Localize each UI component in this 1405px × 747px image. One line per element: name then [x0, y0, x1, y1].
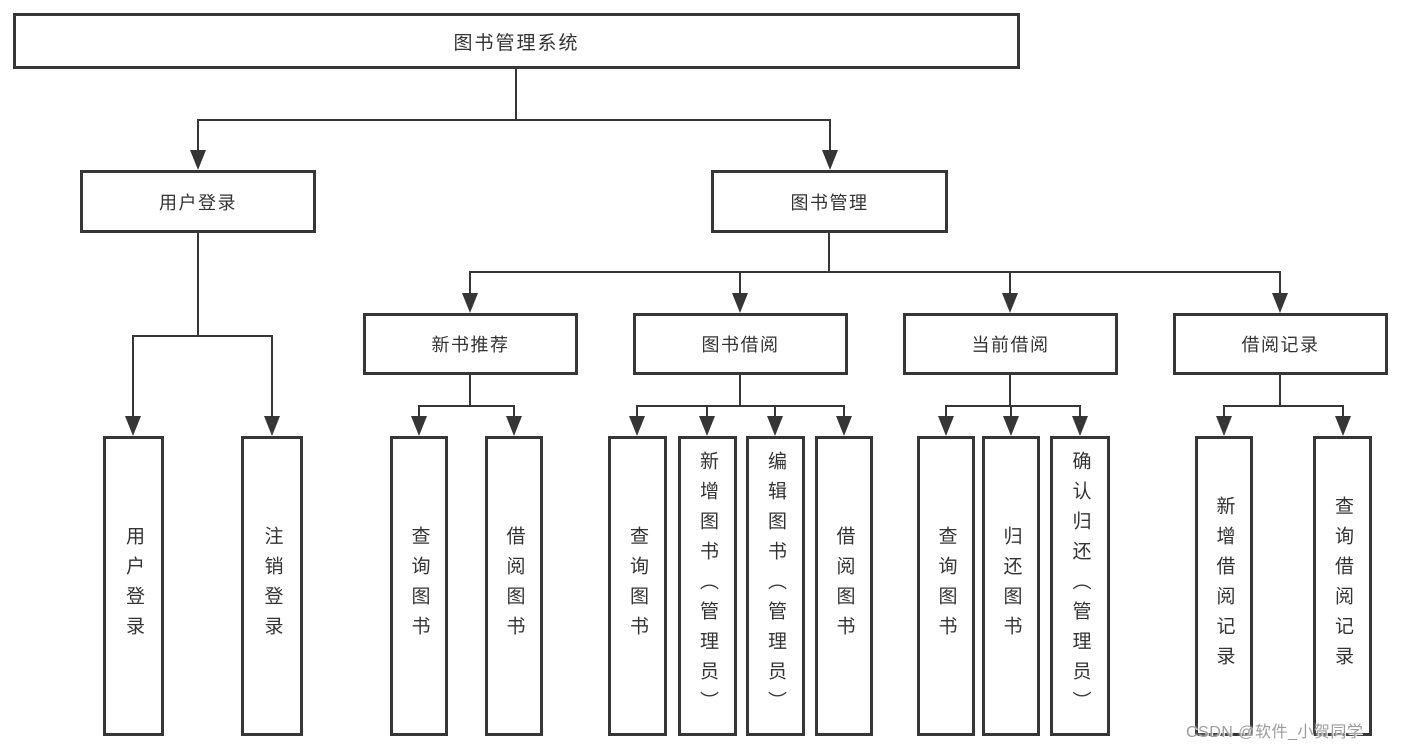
arrowhead-down-icon	[1072, 416, 1088, 436]
connector-line	[829, 119, 831, 152]
connector-line	[1009, 375, 1011, 407]
node-label: 新书推荐	[431, 335, 510, 355]
arrowhead-down-icon	[767, 416, 783, 436]
node-label: 用户登录	[159, 192, 237, 213]
connector-line	[197, 233, 199, 337]
connector-line	[418, 405, 420, 419]
connector-line	[1009, 271, 1011, 297]
leaf-borrow-books-recommend: 借阅图书	[485, 436, 543, 736]
arrowhead-down-icon	[822, 150, 838, 170]
node-label: 新增借阅记录	[1213, 496, 1235, 676]
leaf-query-books-borrowing: 查询图书	[608, 436, 667, 736]
connector-line	[828, 233, 830, 273]
node-label: 查询图书	[627, 526, 648, 646]
connector-line	[197, 119, 199, 152]
node-label: 图书借阅	[701, 335, 780, 355]
arrowhead-down-icon	[1002, 293, 1018, 313]
connector-line	[1079, 405, 1081, 419]
connector-line	[945, 405, 1081, 407]
node-current-borrowing: 当前借阅	[903, 313, 1118, 375]
node-label: 查询图书	[935, 526, 957, 646]
node-label: 确认归还（管理员）	[1069, 451, 1091, 721]
node-label: 编辑图书（管理员）	[765, 451, 786, 721]
arrowhead-down-icon	[190, 150, 206, 170]
node-book-borrowing: 图书借阅	[633, 313, 848, 375]
connector-line	[132, 335, 134, 418]
node-user-login: 用户登录	[80, 170, 316, 233]
leaf-query-borrow-record: 查询借阅记录	[1313, 436, 1372, 736]
node-label: 归还图书	[1000, 526, 1022, 646]
arrowhead-down-icon	[938, 416, 954, 436]
connector-line	[1279, 271, 1281, 297]
connector-line	[1010, 405, 1012, 419]
node-label: 图书管理系统	[453, 32, 580, 54]
node-library-management-system: 图书管理系统	[13, 13, 1020, 69]
connector-line	[418, 405, 515, 407]
arrowhead-down-icon	[1272, 293, 1288, 313]
node-label: 借阅图书	[503, 526, 525, 646]
arrowhead-down-icon	[264, 416, 280, 436]
node-borrowing-records: 借阅记录	[1173, 313, 1388, 375]
node-book-management: 图书管理	[711, 170, 948, 233]
node-label: 新增图书（管理员）	[697, 451, 718, 721]
connector-line	[1223, 405, 1225, 419]
connector-line	[469, 375, 471, 407]
leaf-return-books: 归还图书	[982, 436, 1040, 736]
arrowhead-down-icon	[629, 416, 645, 436]
connector-line	[636, 405, 845, 407]
leaf-query-books-recommend: 查询图书	[390, 436, 448, 736]
connector-line	[636, 405, 638, 419]
connector-line	[706, 405, 708, 419]
connector-line	[513, 405, 515, 419]
node-label: 用户登录	[123, 526, 144, 646]
node-new-book-recommendation: 新书推荐	[363, 313, 578, 375]
arrowhead-down-icon	[1003, 416, 1019, 436]
connector-line	[515, 68, 517, 121]
leaf-user-login: 用户登录	[103, 436, 164, 736]
node-label: 借阅图书	[833, 526, 855, 646]
arrowhead-down-icon	[411, 416, 427, 436]
connector-line	[469, 271, 471, 297]
csdn-watermark: CSDN @软件_小贺同学	[1186, 724, 1364, 741]
connector-line	[197, 119, 831, 121]
node-label: 查询借阅记录	[1332, 496, 1353, 676]
connector-line	[1223, 405, 1344, 407]
arrowhead-down-icon	[836, 416, 852, 436]
connector-line	[271, 335, 273, 418]
node-label: 图书管理	[790, 192, 869, 213]
arrowhead-down-icon	[1216, 416, 1232, 436]
node-label: 当前借阅	[971, 335, 1050, 355]
connector-line	[132, 335, 273, 337]
leaf-add-book-admin: 新增图书（管理员）	[678, 436, 737, 736]
arrowhead-down-icon	[506, 416, 522, 436]
leaf-logout: 注销登录	[241, 436, 303, 736]
connector-line	[469, 271, 1281, 273]
arrowhead-down-icon	[732, 293, 748, 313]
node-label: 借阅记录	[1241, 335, 1320, 355]
leaf-borrow-books-borrowing: 借阅图书	[815, 436, 873, 736]
connector-line	[1279, 375, 1281, 407]
arrowhead-down-icon	[699, 416, 715, 436]
connector-line	[739, 271, 741, 297]
node-label: 注销登录	[261, 526, 283, 646]
connector-line	[1342, 405, 1344, 419]
connector-line	[945, 405, 947, 419]
leaf-query-books-current: 查询图书	[917, 436, 975, 736]
arrowhead-down-icon	[462, 293, 478, 313]
arrowhead-down-icon	[125, 416, 141, 436]
node-label: 查询图书	[408, 526, 430, 646]
leaf-add-borrow-record: 新增借阅记录	[1195, 436, 1253, 736]
leaf-edit-book-admin: 编辑图书（管理员）	[746, 436, 805, 736]
arrowhead-down-icon	[1335, 416, 1351, 436]
connector-line	[739, 375, 741, 407]
connector-line	[843, 405, 845, 419]
leaf-confirm-return-admin: 确认归还（管理员）	[1050, 436, 1110, 736]
connector-line	[774, 405, 776, 419]
